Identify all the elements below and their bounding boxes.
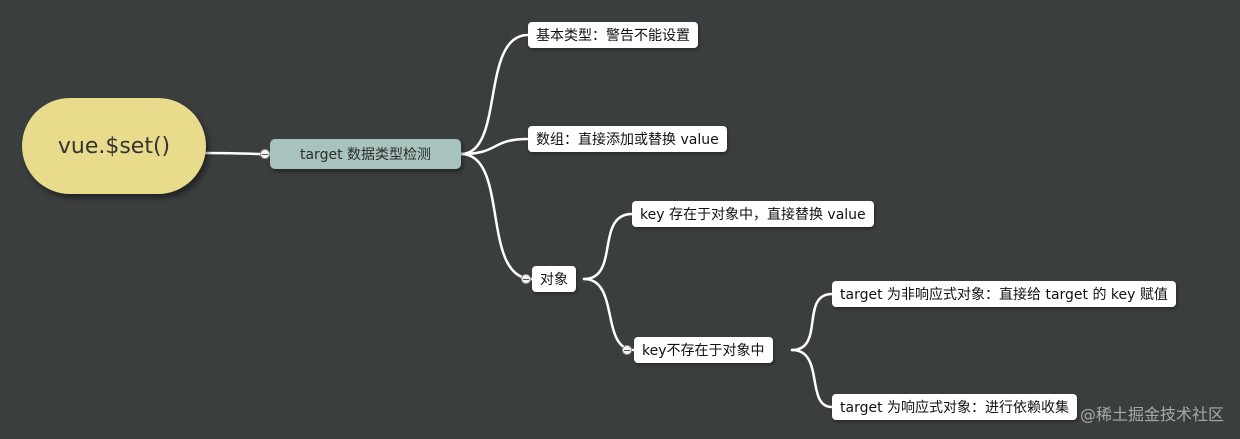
- array-node[interactable]: 数组：直接添加或替换 value: [528, 126, 727, 152]
- object-label: 对象: [540, 272, 568, 288]
- key-exists-node[interactable]: key 存在于对象中，直接替换 value: [632, 201, 874, 227]
- basic-type-node[interactable]: 基本类型：警告不能设置: [528, 22, 698, 48]
- type-check-node[interactable]: target 数据类型检测: [270, 139, 461, 169]
- type-check-label: target 数据类型检测: [299, 147, 432, 163]
- key-exists-label: key 存在于对象中，直接替换 value: [640, 207, 866, 223]
- object-node[interactable]: 对象: [532, 266, 576, 292]
- non-reactive-label: target 为非响应式对象：直接给 target 的 key 赋值: [840, 287, 1168, 303]
- connector-object-to-key-not-exists: [582, 277, 636, 352]
- reactive-label: target 为响应式对象：进行依赖收集: [840, 400, 1070, 416]
- connector-key-not-exists-to-non-reactive: [790, 292, 834, 352]
- connector-check-to-object: [459, 152, 534, 281]
- root-label: vue.$set(): [57, 133, 171, 159]
- non-reactive-node[interactable]: target 为非响应式对象：直接给 target 的 key 赋值: [832, 281, 1176, 307]
- root-node[interactable]: vue.$set(): [22, 98, 206, 194]
- collapse-toggle-object[interactable]: [521, 274, 531, 284]
- collapse-toggle-key-not-exists[interactable]: [622, 345, 632, 355]
- collapse-toggle-check[interactable]: [260, 149, 270, 159]
- watermark: @稀土掘金技术社区: [1079, 405, 1224, 424]
- reactive-node[interactable]: target 为响应式对象：进行依赖收集: [832, 394, 1078, 420]
- connector-object-to-key-exists: [582, 212, 634, 281]
- key-not-exists-node[interactable]: key不存在于对象中: [634, 337, 773, 363]
- connector-check-to-array: [459, 137, 530, 156]
- array-label: 数组：直接添加或替换 value: [536, 132, 719, 148]
- key-not-exists-label: key不存在于对象中: [642, 343, 765, 359]
- basic-type-label: 基本类型：警告不能设置: [536, 28, 690, 44]
- connector-check-to-basic: [459, 33, 530, 156]
- connector-key-not-exists-to-reactive: [790, 348, 834, 409]
